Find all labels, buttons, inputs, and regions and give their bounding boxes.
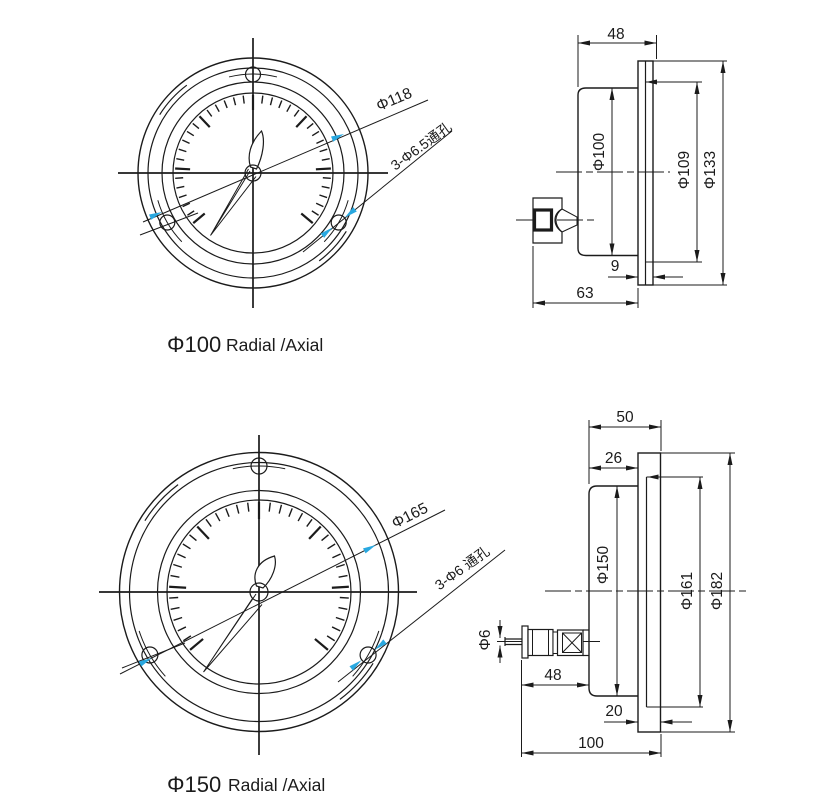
small-arrow (646, 79, 657, 85)
holes-dimension-label: 3-Φ6 通孔 (432, 543, 493, 593)
fitting-neck (552, 631, 558, 654)
bezel-circle (156, 489, 362, 695)
needle-pointer (203, 593, 263, 673)
needle-tail (254, 555, 276, 589)
stem-length-label: 48 (544, 667, 561, 684)
mounting-hole (159, 214, 176, 231)
gauge150-front-view: Φ165 3-Φ6 通孔 (99, 435, 506, 755)
flange-inner-circle (128, 461, 390, 723)
leader-arrow (374, 639, 387, 650)
case-seam-arc (339, 662, 374, 700)
gauge100-caption-mount: Radial /Axial (226, 335, 323, 355)
small-arrow (647, 474, 659, 480)
depth-label: 50 (616, 409, 634, 426)
holes-leader-line (337, 549, 506, 683)
total-length-label: 100 (578, 735, 604, 752)
gauge100-caption-diameter: Φ100 (167, 332, 221, 357)
dial-circle (172, 92, 334, 254)
ring-diameter-label: Φ161 (679, 572, 696, 610)
dial-tick-marks (169, 502, 349, 651)
fitting-collar (521, 625, 529, 659)
gauge150-caption-diameter: Φ150 (167, 772, 221, 797)
dial-diameter-label: Φ150 (595, 546, 612, 585)
fitting-cone (555, 208, 578, 233)
fitting-nut (527, 628, 554, 657)
leader-arrow (349, 660, 362, 671)
leader-arrow (320, 227, 333, 238)
leader-arrow (344, 207, 357, 218)
movement-box (556, 629, 584, 657)
mounting-hole (330, 214, 347, 231)
leader-arrow (331, 134, 344, 142)
flange-inner-circle (147, 67, 359, 279)
dial-diameter-label: Φ100 (591, 133, 608, 172)
needle-pointer (210, 168, 257, 236)
flange-diameter-label: Φ133 (702, 151, 719, 189)
flange-outer-circle (118, 451, 400, 733)
holes-dimension-label: 3-Φ6.5通孔 (388, 119, 455, 174)
leader-arrow (138, 658, 152, 667)
leader-arrow (363, 545, 376, 554)
case-seam-arc (144, 484, 179, 522)
flange-plate (637, 452, 662, 733)
needle-tail (248, 129, 264, 170)
movement-box-inner (562, 632, 582, 653)
gauge150-caption-mount: Radial /Axial (228, 775, 325, 795)
flange-thickness-label: 9 (611, 258, 620, 275)
flange-thickness-label: 20 (605, 703, 623, 720)
case-depth-label: 26 (605, 450, 622, 467)
gauge100-front-view: Φ118 3-Φ6.5通孔 (118, 38, 455, 308)
mounting-hole (244, 66, 262, 83)
bolt-circle-leader-line (142, 99, 429, 223)
case-seam-arc (318, 230, 347, 262)
bolt-circle-arcs (138, 465, 380, 677)
bolt-circle-dimension-label: Φ118 (374, 85, 415, 115)
dial-tick-marks (175, 95, 331, 224)
gauge150-side-view: 50 26 Φ150 Φ161 Φ182 Φ6 48 20 100 (477, 409, 748, 757)
case-seam-arc (159, 84, 188, 116)
stem-diameter-label: Φ6 (477, 630, 494, 651)
hole-axis-line (139, 212, 199, 236)
gauge100-side-view: 48 Φ100 Φ109 Φ133 9 63 (516, 26, 727, 308)
needle-hub (249, 582, 269, 602)
bolt-circle-leader-line (119, 509, 446, 675)
length-label: 63 (576, 285, 593, 302)
flange-outer-circle (137, 57, 369, 289)
leader-arrow (149, 212, 162, 220)
depth-label: 48 (607, 26, 624, 43)
movement-box-cross (562, 632, 582, 653)
dial-circle (166, 499, 352, 685)
fitting-socket (532, 208, 554, 232)
ring-diameter-label: Φ109 (676, 151, 693, 189)
flange-diameter-label: Φ182 (709, 572, 726, 610)
mounting-hole (250, 457, 268, 475)
mounting-hole (359, 646, 377, 664)
needle-hub (244, 164, 262, 182)
hole-axis-line (121, 642, 186, 669)
